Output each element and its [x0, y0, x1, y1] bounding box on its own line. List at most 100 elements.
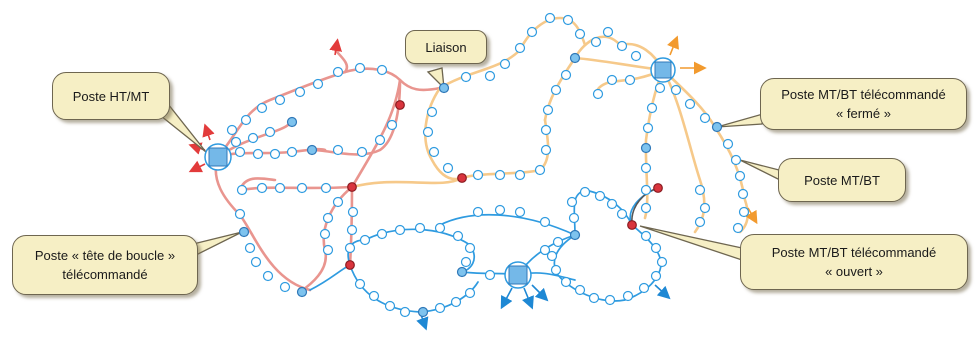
distribution-node-icon: [472, 169, 484, 181]
distribution-node-icon: [460, 71, 472, 83]
blue-feeder-arrows: [416, 284, 671, 331]
distribution-node-icon: [656, 256, 668, 268]
distribution-node-icon: [640, 184, 652, 196]
distribution-node-icon: [332, 66, 344, 78]
distribution-node-icon: [244, 242, 256, 254]
distribution-node-icon: [569, 229, 581, 241]
distribution-node-icon: [670, 84, 682, 96]
distribution-node-icon: [650, 242, 662, 254]
distribution-node-icon: [286, 116, 298, 128]
distribution-node-icon: [240, 114, 252, 126]
callout-pointers: [154, 67, 781, 261]
distribution-node-icon: [294, 86, 306, 98]
distribution-node-icon: [414, 222, 426, 234]
distribution-node-icon: [250, 256, 262, 268]
distribution-node-icon: [722, 138, 734, 150]
distribution-node-icon: [711, 121, 723, 133]
callout-poste-mt-bt-ferme: Poste MT/BT télécommandé « fermé »: [760, 78, 967, 130]
distribution-node-icon: [376, 64, 388, 76]
distribution-node-icon: [484, 70, 496, 82]
distribution-node-icon: [264, 126, 276, 138]
distribution-node-icon: [346, 224, 358, 236]
distribution-node-icon: [354, 62, 366, 74]
label-poste-ht-mt: Poste HT/MT: [72, 88, 150, 104]
distribution-node-icon: [279, 281, 291, 293]
distribution-node-icon: [359, 234, 371, 246]
distribution-node-icon: [699, 112, 711, 124]
distribution-node-icon: [494, 204, 506, 216]
distribution-node-icon: [606, 198, 618, 210]
distribution-node-icon: [540, 144, 552, 156]
distribution-node-icon: [606, 74, 618, 86]
distribution-node-icon: [274, 94, 286, 106]
distribution-node-icon: [274, 182, 286, 194]
distribution-node-icon: [256, 102, 268, 114]
distribution-node-icon: [694, 216, 706, 228]
distribution-node-icon: [484, 269, 496, 281]
callout-poste-mt-bt: Poste MT/BT: [778, 158, 906, 202]
substation-square-icon: [504, 261, 532, 289]
label-liaison: Liaison: [425, 39, 467, 55]
distribution-nodes: [226, 12, 750, 318]
distribution-node-icon: [374, 134, 386, 146]
distribution-node-icon: [226, 124, 238, 136]
distribution-node-icon: [684, 98, 696, 110]
distribution-node-icon: [296, 182, 308, 194]
open-switch-icon: [653, 183, 663, 193]
distribution-node-icon: [247, 132, 259, 144]
distribution-node-icon: [604, 294, 616, 306]
label-ouvert-line2: « ouvert »: [825, 264, 883, 279]
distribution-node-icon: [450, 296, 462, 308]
distribution-node-icon: [592, 88, 604, 100]
distribution-node-icon: [394, 224, 406, 236]
distribution-node-icon: [640, 202, 652, 214]
distribution-node-icon: [622, 290, 634, 302]
distribution-node-icon: [230, 136, 242, 148]
callout-liaison: Liaison: [405, 30, 487, 64]
distribution-node-icon: [542, 104, 554, 116]
distribution-node-icon: [588, 292, 600, 304]
distribution-node-icon: [319, 228, 331, 240]
distribution-node-icon: [574, 284, 586, 296]
distribution-node-icon: [566, 196, 578, 208]
distribution-node-icon: [654, 82, 666, 94]
distribution-node-icon: [236, 184, 248, 196]
substation-square-icon: [204, 143, 232, 171]
distribution-node-icon: [452, 230, 464, 242]
distribution-node-icon: [642, 122, 654, 134]
open-switch-icon: [627, 220, 637, 230]
label-ouvert-line1: Poste MT/BT télécommandé: [771, 245, 937, 260]
open-switch-icon: [345, 260, 355, 270]
distribution-node-icon: [552, 236, 564, 248]
distribution-node-icon: [312, 78, 324, 90]
distribution-node-icon: [262, 270, 274, 282]
open-switch-icon: [347, 182, 357, 192]
distribution-node-icon: [434, 222, 446, 234]
distribution-node-icon: [322, 244, 334, 256]
distribution-node-icon: [234, 146, 246, 158]
distribution-node-icon: [238, 226, 250, 238]
distribution-node-icon: [694, 184, 706, 196]
distribution-node-icon: [560, 69, 572, 81]
distribution-node-icon: [630, 50, 642, 62]
distribution-node-icon: [442, 162, 454, 174]
callout-tete-de-boucle: Poste « tête de boucle » télécommandé: [12, 235, 198, 295]
orange-feeder-arrows: [667, 35, 758, 225]
distribution-node-icon: [640, 230, 652, 242]
distribution-node-icon: [422, 126, 434, 138]
distribution-node-icon: [734, 170, 746, 182]
distribution-node-icon: [320, 182, 332, 194]
distribution-node-icon: [638, 282, 650, 294]
distribution-node-icon: [464, 287, 476, 299]
distribution-node-icon: [579, 186, 591, 198]
label-tete-line1: Poste « tête de boucle »: [34, 248, 176, 263]
distribution-node-icon: [356, 146, 368, 158]
distribution-node-icon: [624, 74, 636, 86]
distribution-node-icon: [514, 206, 526, 218]
distribution-node-icon: [354, 278, 366, 290]
distribution-node-icon: [368, 290, 380, 302]
distribution-node-icon: [464, 242, 476, 254]
distribution-node-icon: [560, 276, 572, 288]
distribution-node-icon: [640, 142, 652, 154]
